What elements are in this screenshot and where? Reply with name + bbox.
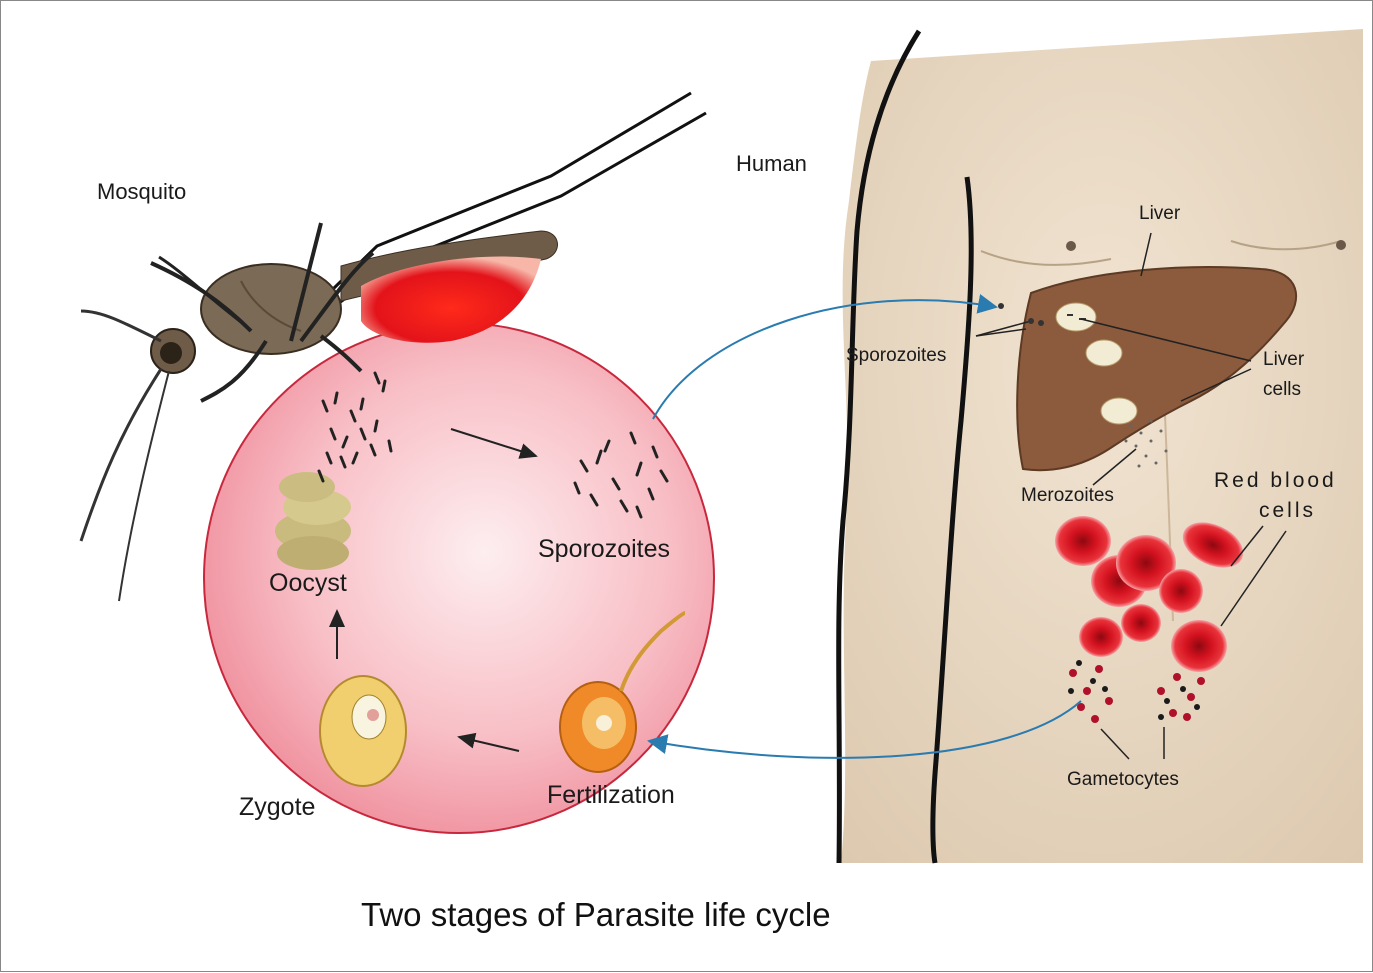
gametocytes-label: Gametocytes bbox=[1067, 769, 1179, 791]
mosquito-label: Mosquito bbox=[97, 179, 186, 205]
figure-caption: Two stages of Parasite life cycle bbox=[361, 896, 831, 934]
fertilization-label: Fertilization bbox=[547, 781, 675, 810]
liver-label: Liver bbox=[1139, 203, 1180, 225]
sporozoites-mosquito-label: Sporozoites bbox=[538, 535, 670, 564]
red-blood-label-line1: Red blood bbox=[1214, 469, 1337, 493]
sporozoites-human-label: Sporozoites bbox=[846, 345, 946, 367]
zygote-cell bbox=[320, 676, 406, 786]
oocyst-label: Oocyst bbox=[269, 569, 347, 598]
red-blood-label-line2: cells bbox=[1259, 499, 1316, 523]
zygote-label: Zygote bbox=[239, 793, 315, 822]
human-label: Human bbox=[736, 151, 807, 177]
merozoites-label: Merozoites bbox=[1021, 485, 1114, 507]
liver-cells-label-line1: Liver bbox=[1263, 349, 1304, 371]
liver-cells-label-line2: cells bbox=[1263, 379, 1301, 401]
